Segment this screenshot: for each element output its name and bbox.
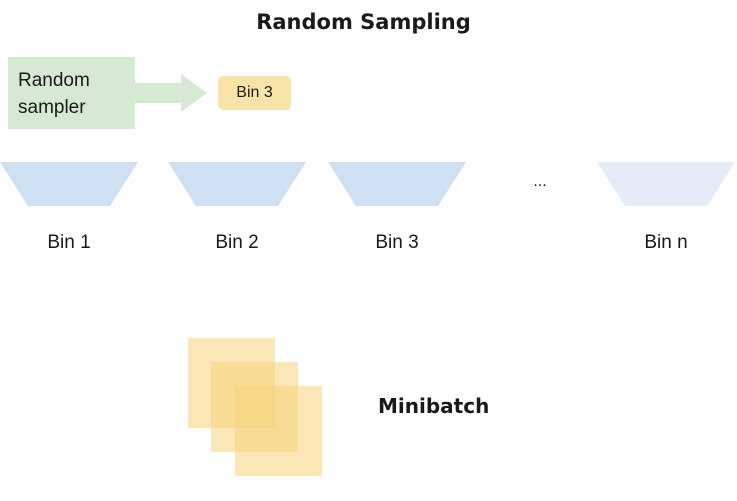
bin-3-label: Bin 3 [375, 232, 419, 253]
selected-bin-chip: Bin 3 [218, 76, 291, 110]
sampler-arrow-icon [135, 74, 207, 112]
bin-n-shape [597, 162, 735, 206]
bin-2-label: Bin 2 [215, 232, 259, 253]
bin-1-label: Bin 1 [47, 232, 91, 253]
bin-3-shape [328, 162, 466, 206]
diagram-title: Random Sampling [256, 10, 471, 34]
minibatch-sample-3 [235, 386, 322, 476]
minibatch-stack [188, 338, 322, 476]
ellipsis: ... [533, 174, 547, 190]
bin-2-shape [168, 162, 306, 206]
bin-n-label: Bin n [644, 232, 688, 253]
bin-1-shape [0, 162, 138, 206]
random-sampler-box: Random sampler [8, 57, 135, 129]
minibatch-label: Minibatch [378, 394, 490, 418]
